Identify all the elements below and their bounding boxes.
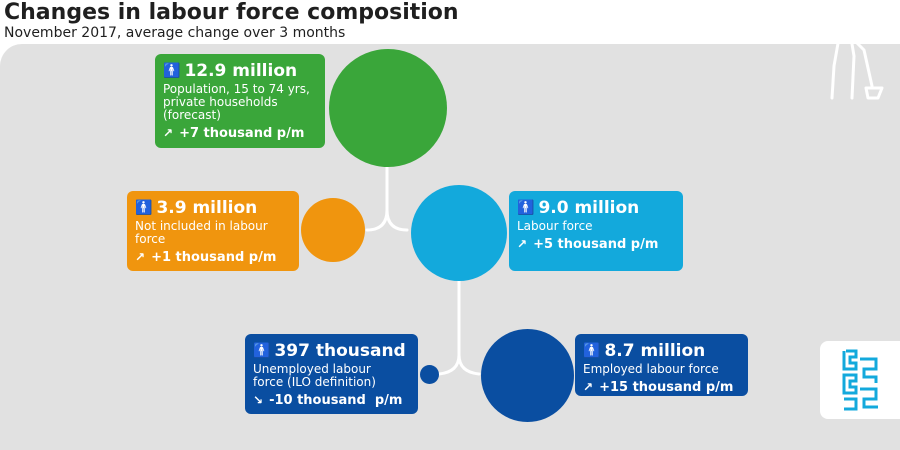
labour-force-circle <box>411 185 507 281</box>
labour-force-value-row: 🚹9.0 million <box>517 198 675 218</box>
employed-change: +15 thousand p/m <box>599 380 734 395</box>
cbs-logo-badge <box>820 341 900 419</box>
connector-laborforce-split <box>437 279 481 376</box>
labour-force-value: 9.0 million <box>538 198 640 218</box>
labour-force-change-row: ↗ +5 thousand p/m <box>517 236 675 253</box>
person-icon: 🚹 <box>135 200 153 216</box>
population-change-row: ↗ +7 thousand p/m <box>163 125 317 142</box>
not-in-labour-force-change: +1 thousand p/m <box>151 250 277 265</box>
employed-value-row: 🚹8.7 million <box>583 341 740 361</box>
unemployed-desc-line: force (ILO definition) <box>253 375 376 389</box>
not-in-labour-force-desc-line: Not included in labour <box>135 219 268 233</box>
not-in-labour-force-change-row: ↗ +1 thousand p/m <box>135 249 291 266</box>
population-circle <box>329 49 447 167</box>
not-in-labour-force-value-row: 🚹3.9 million <box>135 198 291 218</box>
population-desc-line: (forecast) <box>163 108 221 122</box>
trend-up-arrow-icon: ↗ <box>135 250 146 264</box>
person-icon: 🚹 <box>163 63 181 79</box>
employed-circle <box>481 329 574 422</box>
person-icon: 🚹 <box>517 200 535 216</box>
cbs-logo-icon <box>842 349 878 411</box>
employed-box: 🚹8.7 million Employed labour force ↗ +15 … <box>575 334 748 396</box>
unemployed-value: 397 thousand <box>274 341 406 361</box>
trend-up-arrow-icon: ↗ <box>163 126 174 140</box>
population-change: +7 thousand p/m <box>179 126 305 141</box>
employed-value: 8.7 million <box>604 341 706 361</box>
trend-up-arrow-icon: ↗ <box>517 237 528 251</box>
connector-population-split <box>365 161 409 232</box>
unemployed-value-row: 🚹397 thousand <box>253 341 410 361</box>
unemployed-description: Unemployed labour force (ILO definition) <box>253 363 410 389</box>
population-box: 🚹12.9 million Population, 15 to 74 yrs, … <box>155 54 325 148</box>
employed-description: Employed labour force <box>583 363 740 376</box>
not-in-labour-force-value: 3.9 million <box>156 198 258 218</box>
population-desc-line: Population, 15 to 74 yrs, <box>163 82 310 96</box>
worker-shovel-icon <box>830 8 884 100</box>
trend-up-arrow-icon: ↗ <box>583 380 594 394</box>
labour-force-box: 🚹9.0 million Labour force ↗ +5 thousand p… <box>509 191 683 271</box>
person-icon: 🚹 <box>253 343 271 359</box>
labour-force-desc-line: Labour force <box>517 219 593 233</box>
page-subtitle: November 2017, average change over 3 mon… <box>4 25 346 41</box>
population-description: Population, 15 to 74 yrs, private househ… <box>163 83 317 122</box>
labour-force-description: Labour force <box>517 220 675 233</box>
population-value: 12.9 million <box>184 61 298 81</box>
unemployed-box: 🚹397 thousand Unemployed labour force (I… <box>245 334 418 414</box>
not-in-labour-force-circle <box>301 198 365 262</box>
population-value-row: 🚹12.9 million <box>163 61 317 81</box>
not-in-labour-force-description: Not included in labour force <box>135 220 291 246</box>
person-icon: 🚹 <box>583 343 601 359</box>
page-title: Changes in labour force composition <box>4 0 459 25</box>
unemployed-change-row: ↘ -10 thousand p/m <box>253 392 410 409</box>
population-desc-line: private households <box>163 95 278 109</box>
employed-desc-line: Employed labour force <box>583 362 719 376</box>
employed-change-row: ↗ +15 thousand p/m <box>583 379 740 396</box>
unemployed-desc-line: Unemployed labour <box>253 362 371 376</box>
not-in-labour-force-box: 🚹3.9 million Not included in labour forc… <box>127 191 299 271</box>
labour-force-change: +5 thousand p/m <box>533 237 659 252</box>
trend-down-arrow-icon: ↘ <box>253 393 264 407</box>
unemployed-circle <box>420 365 439 384</box>
unemployed-change: -10 thousand p/m <box>269 393 403 408</box>
not-in-labour-force-desc-line: force <box>135 232 166 246</box>
